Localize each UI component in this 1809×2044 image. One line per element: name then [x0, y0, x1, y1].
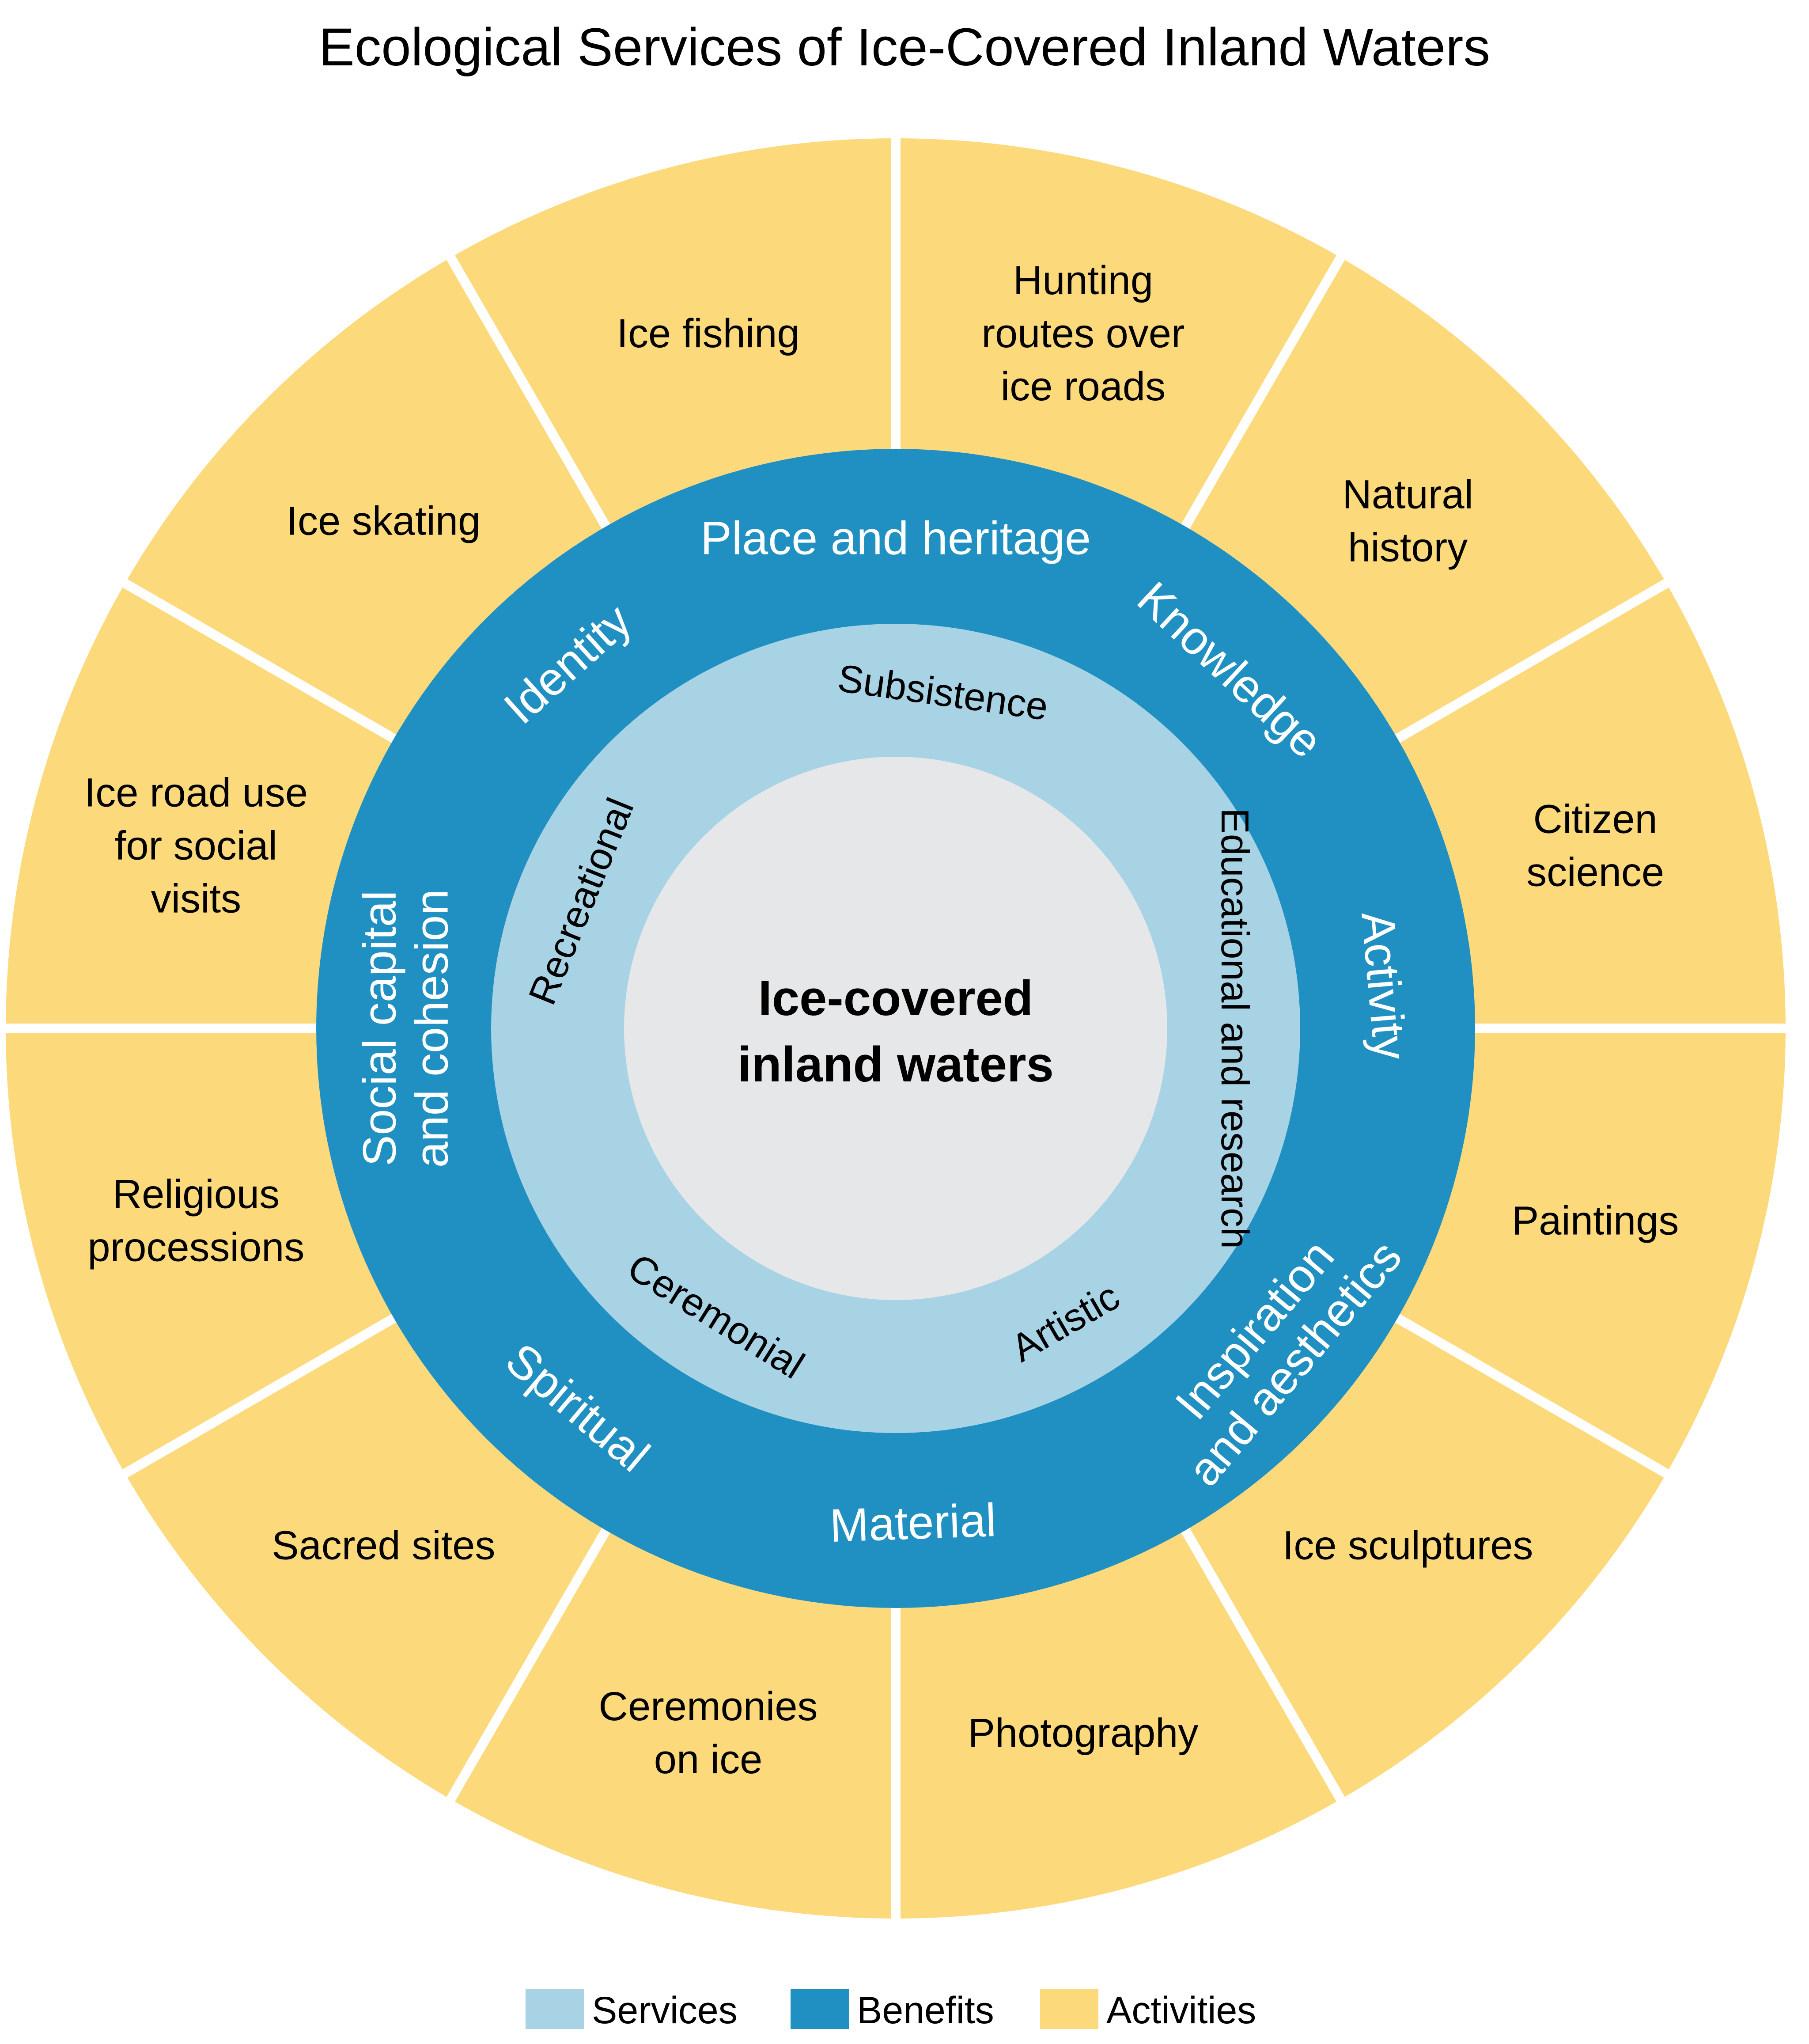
legend: Services Benefits Activities — [526, 1989, 1256, 2032]
benefit-label-line-2: and cohesion — [405, 889, 458, 1168]
activity-label-line-1: Ice skating — [286, 498, 481, 543]
activity-label-line-1: Ice sculptures — [1283, 1523, 1533, 1568]
activity-label-line-2: for social — [115, 823, 277, 868]
activity-label-line-3: ice roads — [1001, 364, 1166, 409]
activity-divider — [445, 253, 612, 531]
activity-label-line-3: visits — [151, 876, 241, 922]
activity-segment — [1397, 583, 1786, 1028]
activity-segment — [896, 138, 1341, 527]
benefit-label-line-1: Material — [829, 1494, 997, 1552]
activity-label: Ice skating — [286, 498, 481, 543]
activity-divider — [121, 1312, 398, 1479]
activity-label: Ice road use for social visits — [84, 770, 308, 922]
benefit-label: Social capitaland cohesion — [353, 889, 458, 1168]
activity-label-line-2: routes over — [981, 311, 1185, 356]
activity-divider — [1393, 1312, 1671, 1479]
legend-label: Activities — [1106, 1989, 1256, 2032]
benefit-label-line-1: Social capital — [353, 891, 405, 1167]
activity-segment — [450, 1530, 896, 1919]
legend-swatch — [526, 1989, 584, 2029]
activity-divider — [1180, 253, 1346, 531]
activity-segment — [896, 1530, 1341, 1919]
legend-swatch — [1040, 1989, 1098, 2029]
benefit-label: Material — [829, 1494, 997, 1552]
activity-divider — [1180, 1526, 1346, 1804]
benefit-label: Activity — [1351, 910, 1416, 1062]
benefit-label: Place and heritage — [700, 512, 1091, 564]
center-disc — [624, 757, 1167, 1300]
activity-label-line-1: Citizen — [1533, 797, 1658, 842]
center-label-line-1: Ice-covered — [758, 971, 1033, 1026]
activity-label-line-1: Sacred sites — [272, 1523, 495, 1568]
center-label-line-2: inland waters — [738, 1037, 1054, 1092]
activity-label-line-1: Ice fishing — [617, 311, 799, 356]
activity-label-line-2: processions — [87, 1225, 304, 1270]
activity-label: Ceremonies on ice — [599, 1684, 818, 1782]
activity-label-line-2: science — [1526, 850, 1664, 895]
service-label: Educational and research — [1213, 808, 1257, 1249]
activity-divider — [121, 578, 398, 744]
activity-label: Sacred sites — [272, 1523, 495, 1568]
legend-label: Services — [592, 1989, 738, 2032]
activity-segment — [1185, 1318, 1667, 1800]
activity-divider — [445, 1526, 612, 1804]
activity-label-line-2: history — [1348, 525, 1468, 570]
legend-label: Benefits — [857, 1989, 994, 2032]
activity-label-line-1: Religious — [113, 1172, 280, 1217]
activity-label: Photography — [968, 1710, 1199, 1756]
diagram-title: Ecological Services of Ice-Covered Inlan… — [319, 17, 1490, 77]
activity-label: Ice fishing — [617, 311, 799, 356]
activity-label-line-1: Paintings — [1512, 1198, 1679, 1243]
activity-label-line-1: Natural — [1342, 472, 1473, 517]
activity-label: Citizen science — [1526, 797, 1664, 895]
activity-segment — [450, 138, 896, 527]
activity-label: Religious processions — [87, 1172, 304, 1270]
legend-swatch — [791, 1989, 849, 2029]
activity-divider — [1393, 578, 1671, 744]
activity-label-line-1: Photography — [968, 1710, 1199, 1756]
benefit-label-line-1: Place and heritage — [700, 512, 1091, 564]
activity-label: Ice sculptures — [1283, 1523, 1533, 1568]
activity-segment — [125, 1318, 606, 1800]
activity-segment — [125, 257, 606, 739]
activity-label-line-1: Hunting — [1013, 258, 1153, 303]
activity-label: Hunting routes over ice roads — [981, 258, 1185, 409]
activity-segment — [1397, 1028, 1786, 1474]
activity-label: Natural history — [1342, 472, 1473, 570]
activity-label-line-1: Ceremonies — [599, 1684, 818, 1729]
activity-label-line-2: on ice — [654, 1737, 763, 1782]
benefit-label-line-1: Activity — [1351, 910, 1416, 1062]
center-circle: Ice-covered inland waters — [624, 757, 1167, 1300]
activity-segment — [6, 583, 394, 1028]
activity-label: Paintings — [1512, 1198, 1679, 1243]
activity-label-line-1: Ice road use — [84, 770, 308, 815]
activity-segment — [6, 1028, 394, 1474]
activity-segment — [1185, 257, 1667, 739]
